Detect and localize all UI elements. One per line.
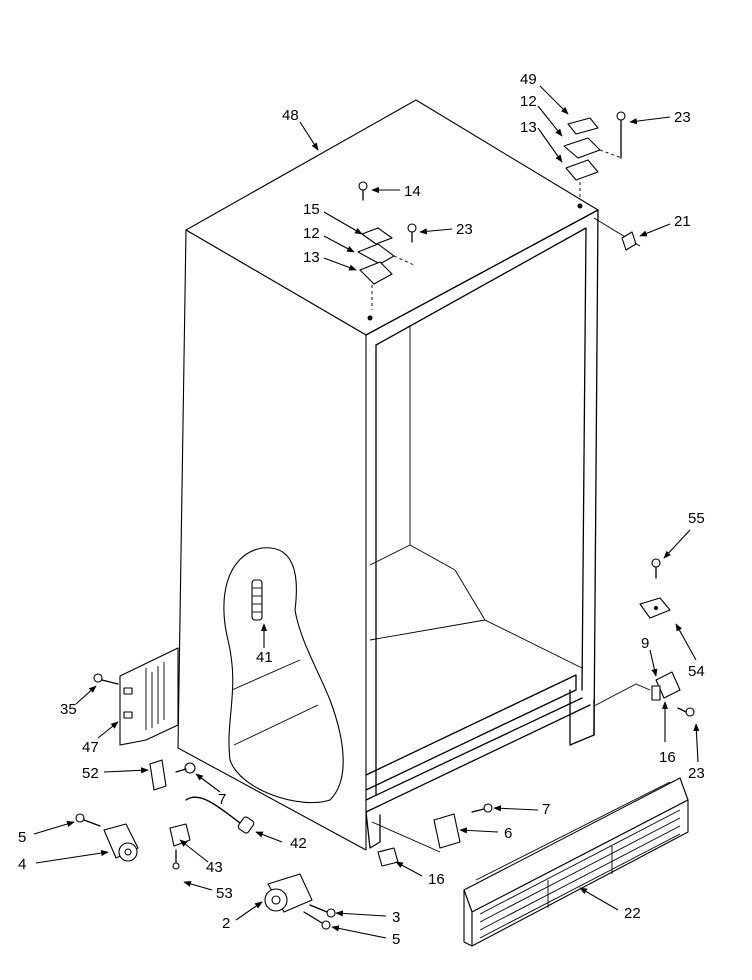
callout-label: 5: [392, 931, 400, 948]
callout-label: 3: [392, 909, 400, 926]
callout-label: 6: [504, 825, 512, 842]
callout-label: 14: [404, 183, 421, 200]
top-hinge-right: [563, 111, 626, 209]
callout-label: 52: [82, 765, 99, 782]
callout-label: 55: [688, 510, 705, 527]
callout-label: 49: [520, 71, 537, 88]
callout-label: 41: [256, 649, 273, 666]
drain-tube-part-41: [251, 579, 263, 621]
callout-label: 16: [428, 871, 445, 888]
bracket-part-52: [149, 759, 196, 791]
callout-label: 23: [688, 765, 705, 782]
callout-label: 22: [624, 905, 641, 922]
callout-label: 54: [688, 663, 705, 680]
rear-access-panel-47: [93, 647, 179, 746]
callout-label: 43: [206, 859, 223, 876]
callout-label: 15: [303, 201, 320, 218]
stop-part-21: [621, 231, 637, 251]
callout-label: 48: [282, 107, 299, 124]
toe-grille-part-22: [463, 777, 689, 947]
callout-label: 42: [290, 835, 307, 852]
top-hinge-center: [357, 181, 417, 321]
callout-label: 13: [303, 249, 320, 266]
callout-label: 7: [542, 801, 550, 818]
callout-label: 21: [674, 213, 691, 230]
callout-label: 35: [60, 701, 77, 718]
lower-hinge-right: [593, 558, 695, 717]
callout-label: 4: [18, 856, 26, 873]
callout-label: 23: [674, 109, 691, 126]
callout-label: 5: [18, 829, 26, 846]
callout-label: 13: [520, 119, 537, 136]
leader-lines: [33, 85, 700, 939]
callout-label: 47: [82, 739, 99, 756]
callout-label: 16: [659, 749, 676, 766]
callout-label: 2: [222, 915, 230, 932]
caster-front-left: [75, 813, 139, 862]
callout-label: 53: [216, 885, 233, 902]
callout-label: 9: [641, 635, 649, 652]
bracket-part-6: [377, 803, 493, 867]
callout-label: 7: [218, 791, 226, 808]
rear-roller-assembly: [264, 873, 336, 930]
callout-label: 12: [520, 93, 537, 110]
callout-label: 23: [456, 221, 473, 238]
callout-label: 12: [303, 225, 320, 242]
callout-labels: 48 49 12 13 23 14 15 12 13 23 21 55 41 9…: [18, 71, 705, 948]
